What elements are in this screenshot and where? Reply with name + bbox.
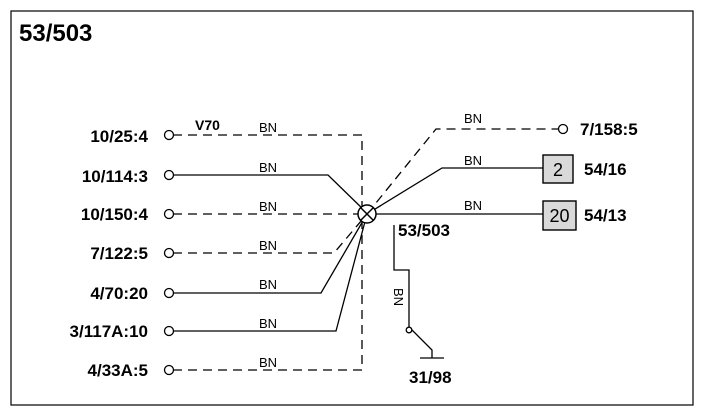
variant-note-v70: V70: [195, 117, 220, 133]
wire-ground: [393, 225, 433, 358]
wire-color-label: BN: [259, 120, 277, 135]
ground-wire-terminal: [405, 326, 413, 334]
wire-7-158-5: [366, 128, 558, 215]
ground-label: 31/98: [409, 368, 452, 387]
terminal-label-3-117A-10: 3/117A:10: [70, 322, 148, 341]
wire-color-label: BN: [259, 199, 277, 214]
wire-4-33A-5: [173, 214, 363, 371]
connector-label-54-13: 54/13: [584, 206, 627, 225]
wire-54-16: [366, 167, 543, 215]
wire-4-70-20: [173, 213, 368, 294]
splice-point-icon: [357, 204, 377, 224]
wire-color-label: BN: [259, 277, 277, 292]
terminal-label-7-158-5: 7/158:5: [580, 120, 638, 139]
terminal-10-150-4: [163, 208, 175, 220]
diagram-frame: [10, 10, 694, 406]
terminal-label-7-122-5: 7/122:5: [90, 244, 148, 263]
wire-7-122-5: [173, 213, 368, 254]
terminal-4-70-20: [163, 287, 175, 299]
terminal-10-114-3: [163, 169, 175, 181]
terminal-label-10-114-3: 10/114:3: [82, 167, 148, 186]
wire-10-25-4: [173, 134, 363, 213]
terminal-10-25-4: [163, 129, 175, 141]
terminal-label-10-150-4: 10/150:4: [81, 205, 149, 224]
wire-color-label: BN: [259, 355, 277, 370]
terminal-label-10-25-4: 10/25:4: [90, 127, 148, 146]
wire-color-label-ground: BN: [391, 288, 406, 306]
connector-label-54-16: 54/16: [584, 160, 627, 179]
terminal-7-158-5: [557, 123, 569, 135]
diagram-title: 53/503: [19, 20, 92, 47]
wire-10-114-3: [173, 174, 368, 214]
wire-color-label: BN: [464, 198, 482, 213]
connector-pin-number: 2: [553, 160, 563, 180]
connector-pin-number: 20: [549, 206, 569, 226]
terminal-3-117A-10: [163, 325, 175, 337]
connector-pin-box: [542, 200, 577, 231]
wire-color-label: BN: [259, 316, 277, 331]
terminal-7-122-5: [163, 247, 175, 259]
wire-3-117A-10: [173, 213, 368, 332]
wire-color-label: BN: [464, 111, 482, 126]
splice-label: 53/503: [398, 221, 450, 240]
wire-color-label: BN: [464, 153, 482, 168]
wire-color-label: BN: [259, 238, 277, 253]
terminal-label-4-70-20: 4/70:20: [90, 284, 148, 303]
terminal-4-33A-5: [163, 364, 175, 376]
wire-color-label: BN: [259, 160, 277, 175]
terminal-label-4-33A-5: 4/33A:5: [88, 361, 148, 380]
connector-pin-box: [542, 154, 574, 184]
